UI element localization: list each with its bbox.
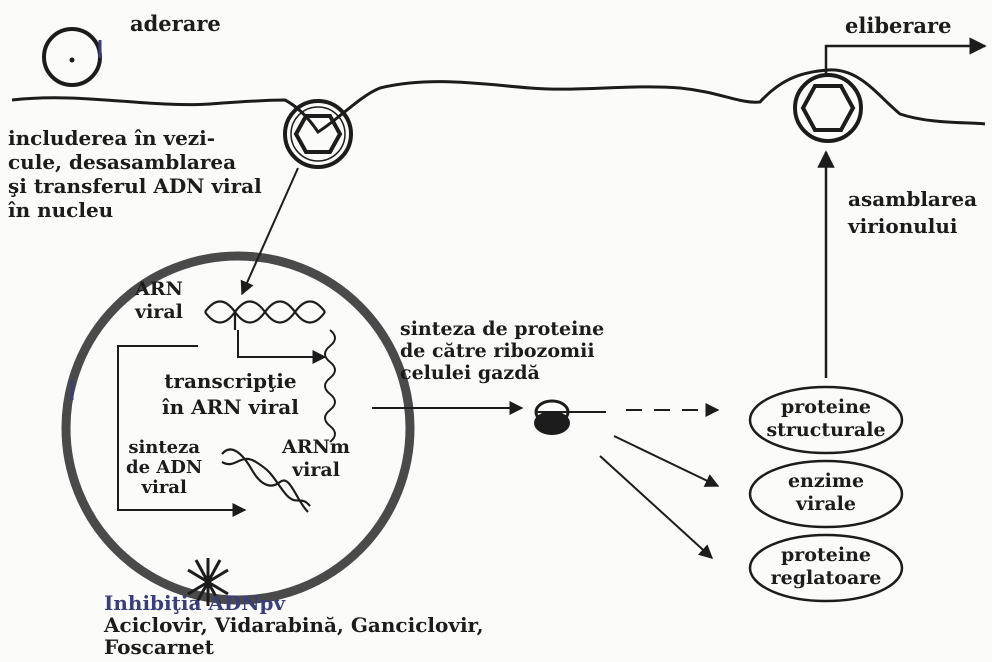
mrna-strand: [325, 330, 335, 442]
product-arrows: [600, 410, 718, 558]
product-reglatoare: proteine reglatoare: [752, 544, 900, 590]
label-transcriptie: transcripţie în ARN viral: [162, 368, 299, 420]
product-line: proteine: [752, 544, 900, 567]
label-includerea-line: în nucleu: [8, 198, 262, 222]
label-asamblarea-line: asamblarea: [848, 186, 977, 213]
product-line: structurale: [752, 419, 900, 442]
label-arnm-viral-line: viral: [282, 459, 350, 482]
label-includerea: includerea în vezi- cule, desasamblarea …: [8, 126, 262, 222]
product-line: enzime: [752, 470, 900, 493]
virus-budding: [795, 75, 861, 141]
label-sinteza-proteine-line: de către ribozomii: [400, 340, 604, 362]
label-asamblarea: asamblarea virionului: [848, 186, 977, 240]
product-structurale: proteine structurale: [752, 396, 900, 442]
ribosome-icon: [534, 401, 606, 435]
label-includerea-line: şi transferul ADN viral: [8, 174, 262, 198]
label-transcriptie-line: transcripţie: [162, 368, 299, 394]
label-inhibitia-drugs: Foscarnet: [104, 636, 484, 658]
cell-membrane: [12, 70, 985, 132]
virus-aderare: [44, 29, 100, 85]
label-inhibitia: Inhibiţia ADNpv Aciclovir, Vidarabină, G…: [104, 592, 484, 658]
label-arnm-viral-line: ARNm: [282, 436, 350, 459]
label-transcriptie-line: în ARN viral: [162, 394, 299, 420]
label-arn-viral: ARN viral: [135, 278, 183, 324]
label-inhibitia-drugs: Aciclovir, Vidarabină, Ganciclovir,: [104, 614, 484, 636]
product-enzime: enzime virale: [752, 470, 900, 516]
label-sinteza-proteine: sinteza de proteine de către ribozomii c…: [400, 318, 604, 384]
label-sinteza-adn: sinteza de ADN viral: [126, 438, 202, 498]
label-aderare: aderare: [130, 12, 221, 36]
product-line: proteine: [752, 396, 900, 419]
label-sinteza-proteine-line: celulei gazdă: [400, 362, 604, 384]
label-sinteza-adn-line: de ADN: [126, 458, 202, 478]
product-line: reglatoare: [752, 567, 900, 590]
label-inhibitia-title: Inhibiţia ADNpv: [104, 592, 484, 614]
product-line: virale: [752, 493, 900, 516]
label-eliberare: eliberare: [845, 14, 951, 38]
label-arn-viral-line: ARN: [135, 278, 183, 301]
label-arn-viral-line: viral: [135, 301, 183, 324]
label-includerea-line: cule, desasamblarea: [8, 150, 262, 174]
arrow-eliberare: [826, 46, 985, 74]
label-sinteza-adn-line: viral: [126, 478, 202, 498]
virus-in-vesicle: [285, 101, 351, 167]
label-asamblarea-line: virionului: [848, 213, 977, 240]
dna-helix-top: [205, 302, 325, 331]
label-sinteza-adn-line: sinteza: [126, 438, 202, 458]
label-includerea-line: includerea în vezi-: [8, 126, 262, 150]
label-sinteza-proteine-line: sinteza de proteine: [400, 318, 604, 340]
label-arnm-viral: ARNm viral: [282, 436, 350, 482]
